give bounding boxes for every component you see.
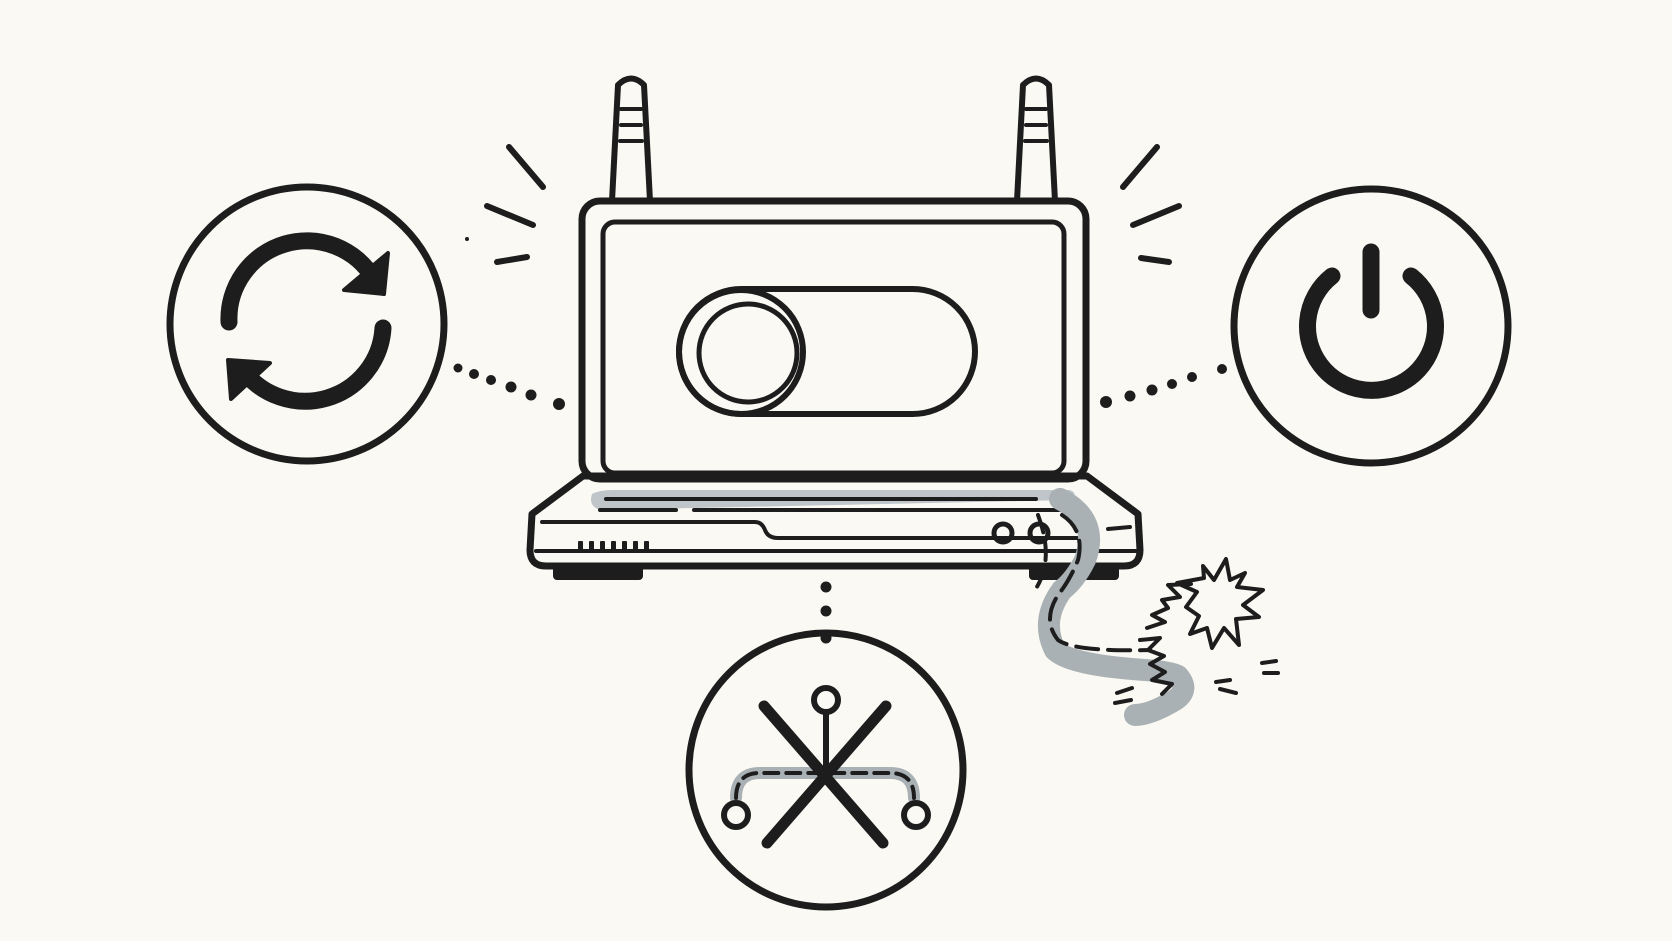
toggle-switch: [676, 286, 978, 417]
spark-icon: [1175, 557, 1265, 650]
power-circle: [1230, 185, 1512, 467]
cable-dash-line: [1048, 513, 1152, 653]
spark-debris: [1113, 659, 1280, 705]
router-base: [526, 472, 1144, 570]
network-circle: [685, 629, 967, 911]
right-dotted-connector: [1100, 364, 1227, 408]
refresh-icon: [220, 232, 392, 410]
router-body: [578, 197, 1090, 483]
router-vents: [578, 541, 649, 553]
network-disconnected-icon: [721, 685, 931, 849]
antenna-right: [1014, 75, 1058, 204]
cross-stroke-2: [761, 700, 892, 849]
frayed-wire-end: [1145, 582, 1193, 630]
router-screen: [600, 219, 1067, 476]
signal-strokes-left: [484, 144, 546, 265]
toggle-knob: [696, 301, 800, 405]
antenna-left: [609, 75, 653, 204]
left-dotted-connector: [453, 363, 565, 410]
cable-body: [1037, 488, 1195, 726]
speck: [465, 237, 469, 241]
refresh-circle: [166, 183, 448, 465]
power-icon: [1299, 243, 1444, 399]
broken-cable: [1033, 488, 1280, 726]
signal-strokes-right: [1120, 144, 1182, 265]
router-icon: [526, 75, 1144, 580]
